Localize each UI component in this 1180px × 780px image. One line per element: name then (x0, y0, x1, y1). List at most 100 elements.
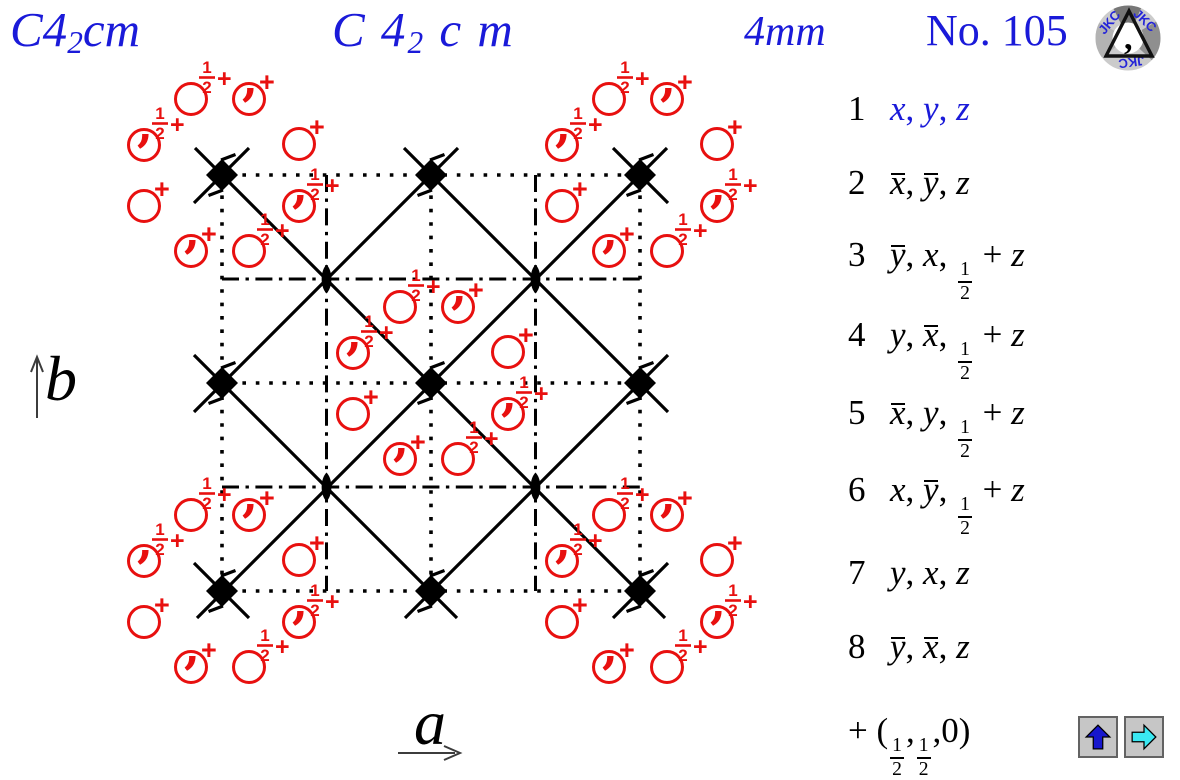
general-position-circle (441, 290, 475, 324)
logo-ring-segment (1095, 5, 1161, 71)
general-position-circle (174, 498, 208, 532)
general-position-circle (232, 650, 266, 684)
general-position-circle (282, 127, 316, 161)
height-label-plus: + (170, 527, 185, 555)
screw-axis-tail (429, 569, 446, 578)
height-label-plus: + (363, 382, 379, 412)
comma-icon: , (451, 260, 467, 314)
height-label-half-denominator: 2 (155, 124, 164, 143)
height-label-plus: + (201, 635, 217, 665)
fourfold-screw-axis-diamond (206, 575, 238, 607)
fourfold-screw-axis-diamond (415, 367, 447, 399)
height-label-plus: + (275, 217, 290, 245)
logo-ring-segment (1095, 5, 1161, 71)
height-label-plus: + (572, 590, 588, 620)
comma-icon: , (292, 159, 308, 213)
height-label-half-numerator: 1 (364, 312, 373, 331)
nav-next-button[interactable] (1124, 716, 1164, 758)
general-position-circle (127, 605, 161, 639)
up-arrow-icon (1084, 724, 1112, 750)
height-label-plus: + (588, 527, 603, 555)
general-position-circle (545, 189, 579, 223)
space-group-number: No. 105 (926, 6, 1068, 55)
space-group-symbol-spaced: C 42 c m (332, 2, 515, 60)
height-label-plus: + (534, 380, 549, 408)
general-position-circle (700, 189, 734, 223)
height-label-half-denominator: 2 (678, 646, 687, 665)
height-label-half-numerator: 1 (678, 626, 687, 645)
general-position-circle (174, 82, 208, 116)
symmetry-op-number: 3 (848, 235, 866, 274)
height-label-plus: + (619, 635, 635, 665)
general-position-circle (592, 498, 626, 532)
screw-axis-tail (638, 361, 655, 370)
general-position-circle (700, 605, 734, 639)
screw-axis-tail (429, 153, 446, 162)
screw-axis-tail (625, 396, 642, 405)
screw-axis-tail (625, 188, 642, 197)
twofold-axis-lens (321, 472, 332, 502)
general-position-circle (336, 397, 370, 431)
height-label-half-numerator: 1 (728, 165, 737, 184)
height-label-half-numerator: 1 (202, 474, 211, 493)
height-label-half-numerator: 1 (310, 581, 319, 600)
symmetry-op-coordinates: x, y, z (890, 163, 970, 202)
height-label-plus: + (518, 320, 534, 350)
height-label-half-denominator: 2 (469, 438, 478, 457)
symmetry-op-number: 2 (848, 163, 866, 202)
general-position-circle (174, 650, 208, 684)
a-axis-arrowhead (443, 745, 463, 761)
twofold-axis-lens (530, 472, 541, 502)
twofold-axis-lens (321, 264, 332, 294)
symmetry-op-coordinates: y, x, z (890, 553, 970, 592)
height-label-plus: + (259, 483, 275, 513)
height-label-plus: + (743, 172, 758, 200)
height-label-half-numerator: 1 (728, 581, 737, 600)
height-label-plus: + (170, 111, 185, 139)
height-label-plus: + (572, 174, 588, 204)
comma-icon: , (242, 468, 258, 522)
general-position-circle (545, 544, 579, 578)
fourfold-screw-axis-diamond (206, 367, 238, 399)
comma-icon: , (292, 575, 308, 629)
general-position-circle (282, 189, 316, 223)
comma-icon: , (602, 204, 618, 258)
general-position-circle (174, 234, 208, 268)
height-label-half-denominator: 2 (728, 185, 737, 204)
general-position-circle (650, 650, 684, 684)
comma-icon: , (346, 306, 362, 360)
screw-axis-tail (207, 188, 224, 197)
symmetry-op-number: 5 (848, 393, 866, 432)
unit-cell-diagram: 12+,+,12+++,12+,+12+12+,+,12+++,12+,+12+… (30, 52, 758, 761)
space-group-symbol-compact: C42cm (10, 2, 141, 60)
fourfold-screw-axis-diamond (624, 159, 656, 191)
screw-axis-tail (416, 604, 433, 613)
height-label-plus: + (677, 67, 693, 97)
comma-icon: , (184, 620, 200, 674)
height-label-half-denominator: 2 (411, 286, 420, 305)
height-label-plus: + (259, 67, 275, 97)
fourfold-screw-axis-diamond (624, 575, 656, 607)
symmetry-op-number: 8 (848, 627, 866, 666)
height-label-half-numerator: 1 (260, 626, 269, 645)
screw-axis-tail (207, 396, 224, 405)
screw-axis-tail (220, 153, 237, 162)
nav-up-button[interactable] (1078, 716, 1118, 758)
point-group-symbol: 4mm (744, 9, 826, 55)
height-label-half-numerator: 1 (573, 104, 582, 123)
symmetry-op-row[interactable]: 2 x, y, z (848, 163, 970, 202)
comma-icon: , (710, 575, 726, 629)
height-label-plus: + (154, 174, 170, 204)
general-position-circle (383, 442, 417, 476)
height-label-half-denominator: 2 (620, 494, 629, 513)
